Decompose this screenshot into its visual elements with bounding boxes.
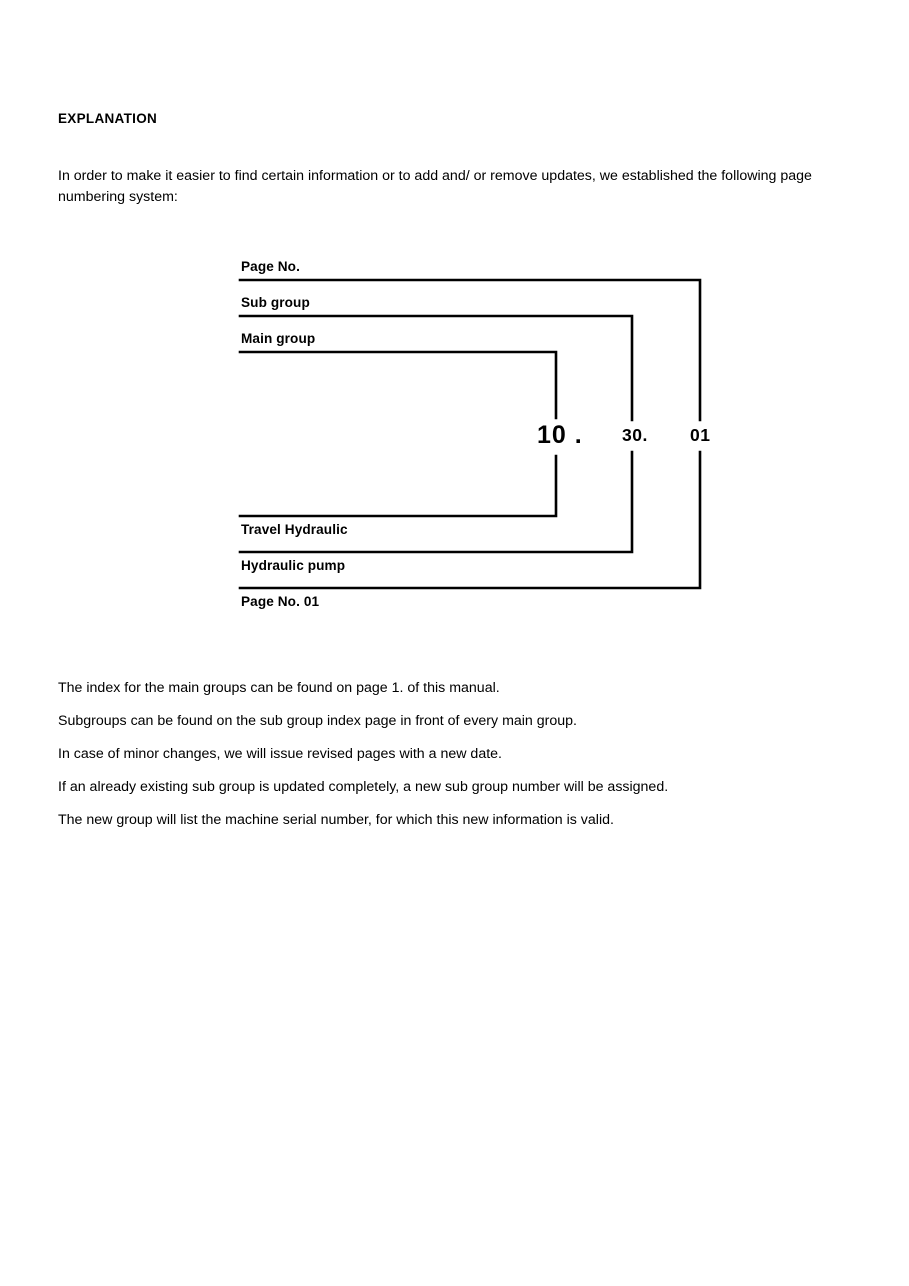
note-line: The index for the main groups can be fou… [58,680,500,696]
diagram-number-main-group: 10 . [537,421,583,449]
diagram-number-sub-group: 30. [622,425,648,445]
page-title: EXPLANATION [58,111,158,126]
diagram-label-main-group: Main group [241,331,316,346]
bracket-main-group-bottom [238,454,558,518]
diagram-label-sub-group: Sub group [241,295,310,310]
diagram-label-travel-hydraulic: Travel Hydraulic [241,522,348,537]
note-line: Subgroups can be found on the sub group … [58,713,577,729]
diagram-label-hydraulic-pump: Hydraulic pump [241,558,346,573]
notes-list: The index for the main groups can be fou… [58,679,848,829]
intro-paragraph: In order to make it easier to find certa… [58,168,812,205]
note-line: If an already existing sub group is upda… [58,779,669,795]
bracket-sub-group-bottom [238,450,634,554]
diagram-label-page-no-01: Page No. 01 [241,594,320,609]
diagram-label-page-no: Page No. [241,259,300,274]
note-line: The new group will list the machine seri… [58,812,614,828]
diagram-number-page-no: 01 [690,425,711,445]
note-line: In case of minor changes, we will issue … [58,746,502,762]
bracket-main-group-top [238,350,558,420]
